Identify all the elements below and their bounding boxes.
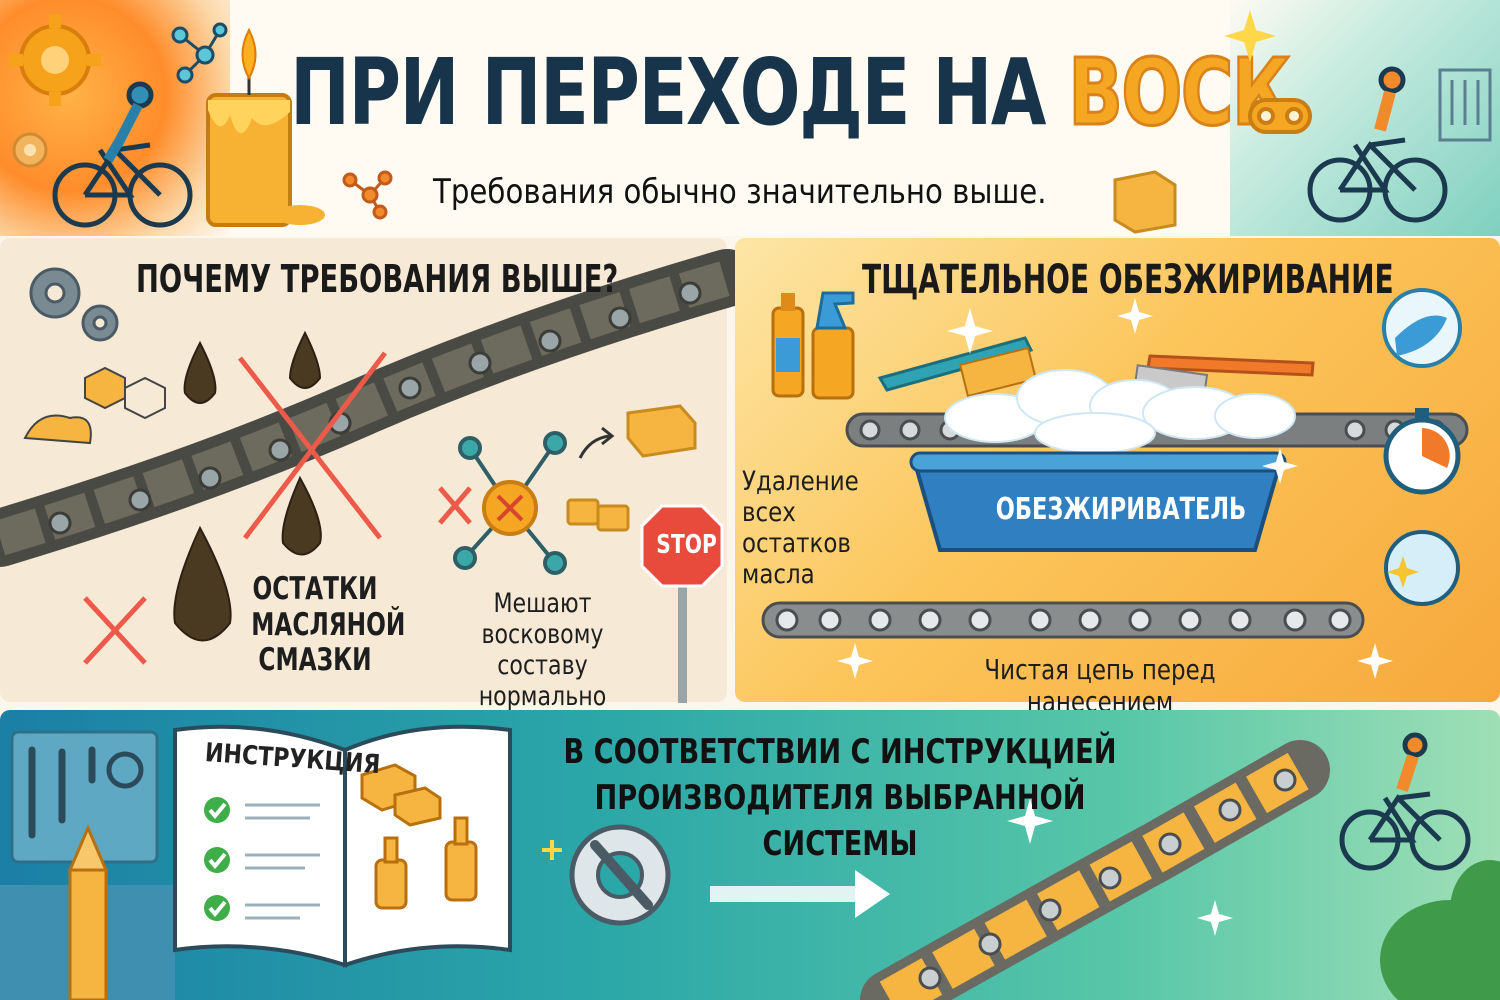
clean-chain-caption: Чистая цепь перед нанесением	[984, 653, 1216, 719]
cyclist-icon	[1307, 66, 1448, 223]
instructions-illustration	[0, 724, 1500, 1000]
page-title: ПРИ ПЕРЕХОДЕ НА ВОСК	[290, 28, 1292, 158]
instructions-heading: В СООТВЕТСТВИИ С ИНСТРУКЦИЕЙ ПРОИЗВОДИТЕ…	[563, 732, 1117, 864]
cross-icon	[83, 486, 472, 665]
wrench-gear-icon	[569, 824, 671, 926]
shine-badge	[1384, 530, 1460, 606]
header-right-illustration	[1113, 10, 1492, 234]
remove-oil-caption: Удаление всех остатков масла	[742, 466, 859, 591]
degreaser-label: ОБЕЗЖИРИВАТЕЛЬ	[995, 492, 1247, 527]
degreaser-tub-icon	[909, 451, 1287, 552]
why-higher-heading: ПОЧЕМУ ТРЕБОВАНИЯ ВЫШЕ?	[136, 257, 619, 301]
degreasing-heading: ТЩАТЕЛЬНОЕ ОБЕЗЖИРИВАНИЕ	[862, 257, 1394, 303]
cyclist-icon	[52, 81, 193, 228]
candle-icon	[206, 27, 325, 227]
chain-illustration	[0, 249, 756, 567]
bush-decoration	[1380, 860, 1500, 1000]
arrow-right-icon	[710, 870, 890, 918]
molecule-icon	[453, 431, 567, 575]
tools-board-icon	[1438, 68, 1492, 142]
oil-residue-caption: ОСТАТКИ МАСЛЯНОЙ СМАЗКИ	[251, 571, 406, 679]
pencil-icon	[67, 824, 109, 1000]
sparkle-icon	[1007, 798, 1233, 936]
gear-icon	[29, 267, 119, 342]
cyclist-icon	[1339, 732, 1471, 871]
degreasing-illustration	[761, 288, 1469, 679]
molecule-icon	[171, 22, 228, 84]
stop-sign-icon	[640, 504, 724, 703]
title-main-text: ПРИ ПЕРЕХОДЕ НА	[290, 39, 1069, 146]
cross-icon	[238, 351, 387, 540]
clean-surface-badge	[1382, 288, 1462, 368]
stopwatch-icon	[1383, 408, 1461, 495]
stop-sign-label: STOP	[656, 530, 717, 560]
foam-bubbles	[944, 369, 1296, 454]
oil-drop-icon	[173, 330, 322, 642]
sparkle-icon	[1224, 10, 1276, 62]
checkmark-icon	[208, 802, 227, 918]
chain-link-icon	[1248, 98, 1312, 134]
gear-icon	[12, 132, 48, 168]
gear-icon	[9, 14, 101, 106]
sparkle-icon	[837, 298, 1393, 679]
arrow-right-icon	[578, 426, 615, 459]
wax-cube-icon	[360, 763, 442, 827]
brush-icon	[877, 336, 1038, 398]
spray-bottle-icon	[811, 291, 855, 400]
header-left-illustration	[9, 14, 393, 228]
molecule-icon	[23, 366, 166, 445]
oily-chain-illustration	[0, 249, 756, 703]
bottle-icon	[771, 293, 805, 398]
chain-illustration	[761, 601, 1365, 639]
molecule-icon	[342, 170, 393, 220]
plus-icon	[542, 840, 562, 860]
page-subtitle: Требования обычно значительно выше.	[433, 172, 1047, 212]
chain-illustration	[860, 740, 1330, 1000]
bottle-icon	[374, 816, 478, 910]
wax-cube-icon	[1113, 170, 1177, 234]
wax-cube-icon	[566, 404, 697, 532]
